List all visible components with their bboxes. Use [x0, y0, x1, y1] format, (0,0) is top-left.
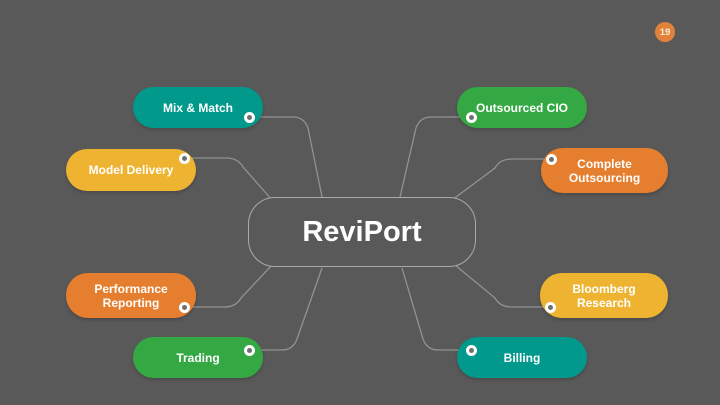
center-topic-label: ReviPort [302, 215, 422, 248]
slide-number-badge: 19 [655, 22, 675, 42]
connector-dot-billing [465, 344, 477, 356]
topic-label-line: Billing [503, 350, 541, 365]
topic-label-line: Performance [94, 281, 168, 296]
topic-shape-trading[interactable]: Trading [133, 337, 263, 378]
connector-dot-mix-and-match [243, 111, 255, 123]
connector-dot-complete-outsourcing [545, 153, 557, 165]
topic-label-line: Model Delivery [88, 163, 174, 177]
connector-line-performance-reporting [184, 264, 273, 308]
topic-shape-outsourced-cio[interactable]: Outsourced CIO [457, 87, 587, 128]
connector-line-trading [249, 267, 323, 351]
connector-line-outsourced-cio [399, 116, 471, 198]
slide-number: 19 [659, 26, 671, 38]
connector-line-bloomberg-research [454, 264, 550, 308]
topic-label-line: Mix & Match [162, 100, 233, 115]
connector-line-billing [401, 267, 471, 351]
topic-label-line: Trading [176, 350, 220, 365]
topic-shape-model-delivery[interactable]: Model Delivery [66, 149, 196, 191]
connector-dot-trading [243, 344, 255, 356]
connector-dot-bloomberg-research [544, 301, 556, 313]
topic-label-line: Outsourcing [568, 170, 641, 185]
connector-line-model-delivery [184, 157, 273, 201]
center-topic-shape[interactable]: ReviPort [248, 197, 476, 267]
topic-shape-mix-and-match[interactable]: Mix & Match [133, 87, 263, 128]
connector-dot-performance-reporting [178, 301, 190, 313]
topic-label-line: Research [576, 295, 632, 310]
connector-line-complete-outsourcing [451, 158, 551, 201]
connector-dot-outsourced-cio [465, 111, 477, 123]
topic-label-line: Reporting [102, 295, 160, 310]
connector-dot-model-delivery [178, 152, 190, 164]
topic-label-line: Outsourced CIO [475, 100, 568, 115]
topic-shape-billing[interactable]: Billing [457, 337, 587, 378]
topic-label-line: Bloomberg [572, 281, 636, 296]
connector-line-mix-and-match [249, 116, 323, 198]
topic-label-line: Complete [577, 156, 632, 171]
